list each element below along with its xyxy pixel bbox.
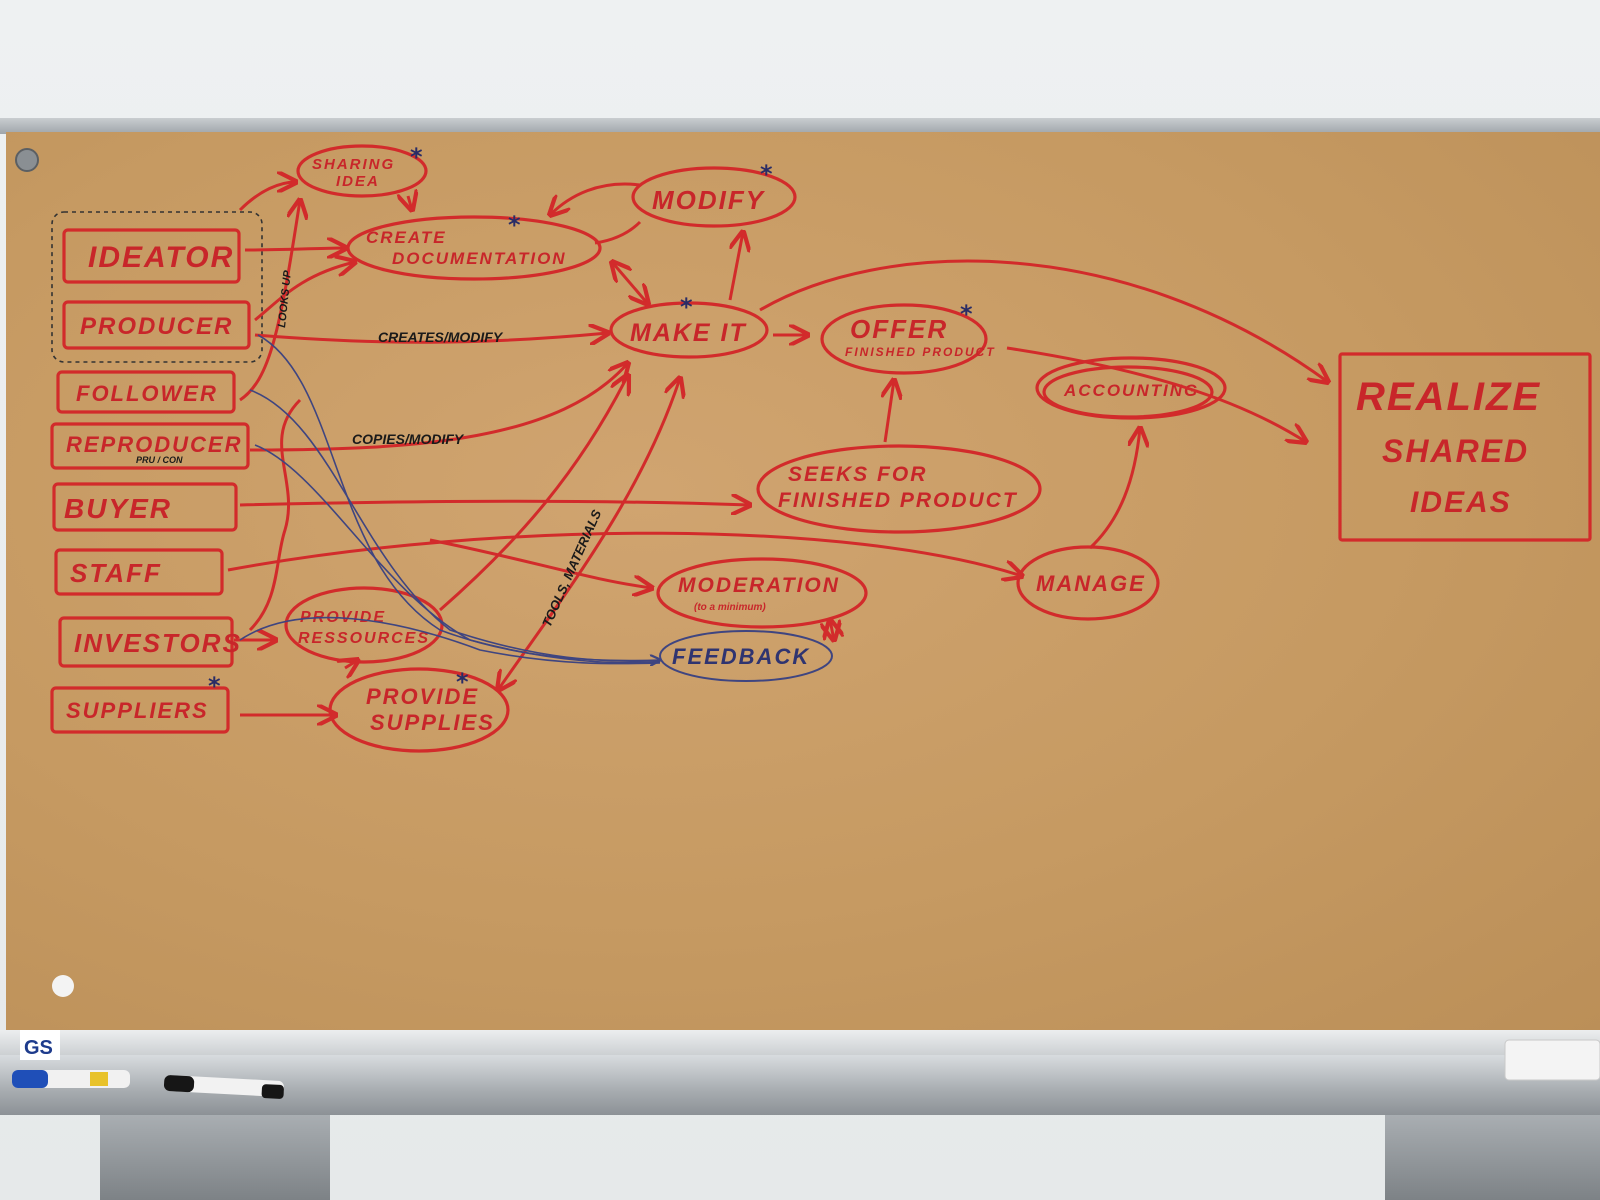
eraser [1504,1039,1600,1081]
svg-text:*: * [508,211,521,239]
svg-text:MODIFY: MODIFY [652,185,766,215]
actor-staff: STAFF [54,548,224,596]
kraft-paper-sheet [6,132,1600,1032]
node-seeks-finished-product: SEEKS FOR FINISHED PRODUCT [756,444,1042,534]
svg-text:DOCUMENTATION: DOCUMENTATION [392,249,567,268]
marker-black [163,1075,285,1099]
ideator-producer-group [51,211,263,363]
svg-text:IDEA: IDEA [336,173,380,190]
node-manage: MANAGE [1016,545,1160,621]
svg-text:PRODUCER: PRODUCER [80,313,233,340]
svg-text:STAFF: STAFF [70,558,162,588]
actor-buyer: BUYER [52,482,238,532]
node-feedback: FEEDBACK [659,630,833,682]
tray-bracket-right [1385,1115,1600,1200]
svg-text:*: * [680,293,693,321]
svg-text:SUPPLIES: SUPPLIES [370,710,495,735]
svg-text:SEEKS FOR: SEEKS FOR [788,463,927,486]
svg-text:FINISHED PRODUCT: FINISHED PRODUCT [845,345,996,359]
node-create-documentation: CREATE DOCUMENTATION * [346,211,602,281]
tray-bracket-left [100,1115,330,1200]
svg-text:MAKE IT: MAKE IT [630,319,748,347]
svg-text:GS: GS [24,1037,53,1059]
svg-text:RESSOURCES: RESSOURCES [298,630,430,647]
whiteboard-frame [0,118,1600,134]
svg-text:MODERATION: MODERATION [678,574,840,597]
svg-text:BUYER: BUYER [64,493,172,524]
svg-text:*: * [410,143,423,171]
pin-magnet [15,148,39,172]
node-accounting: ACCOUNTING [1035,356,1227,420]
svg-text:INVESTORS: INVESTORS [74,628,242,658]
node-provide-supplies: PROVIDE SUPPLIES * [328,667,510,753]
svg-text:REALIZE: REALIZE [1356,375,1541,419]
node-make-it: MAKE IT * [609,293,769,359]
svg-text:*: * [760,160,773,188]
marker-blue [12,1070,130,1088]
node-moderation: MODERATION (to a minimum) [656,557,868,629]
svg-text:FINISHED PRODUCT: FINISHED PRODUCT [778,489,1018,512]
actor-ideator: IDEATOR [62,228,241,284]
svg-text:ACCOUNTING: ACCOUNTING [1063,381,1199,400]
svg-text:MANAGE: MANAGE [1036,571,1146,596]
pin-magnet-white [52,975,74,997]
edge-label-looks-up: LOOKS UP [276,269,294,328]
svg-text:CREATE: CREATE [366,228,447,247]
gs-logo: GS [20,1030,60,1060]
actor-investors: INVESTORS [58,616,242,668]
actor-reproducer: REPRODUCER PRU / CON [50,422,250,470]
svg-text:IDEAS: IDEAS [1410,486,1512,519]
node-sharing-idea: SHARING IDEA * [296,143,428,198]
feedback-edges [239,334,660,664]
actor-producer: PRODUCER [62,300,251,350]
svg-text:SHARED: SHARED [1382,433,1529,469]
svg-text:PROVIDE: PROVIDE [366,684,479,709]
node-provide-ressources: PROVIDE RESSOURCES [284,586,444,664]
svg-text:*: * [208,672,221,700]
svg-text:SUPPLIERS: SUPPLIERS [66,698,209,723]
svg-text:PRU / CON: PRU / CON [136,455,183,465]
svg-text:REPRODUCER: REPRODUCER [66,432,242,457]
svg-text:FEEDBACK: FEEDBACK [672,644,810,669]
svg-text:IDEATOR: IDEATOR [88,241,234,274]
diagram-edges [227,182,1328,715]
svg-text:FOLLOWER: FOLLOWER [76,381,218,406]
svg-text:*: * [960,300,973,328]
goal-realize-shared-ideas: REALIZE SHARED IDEAS [1338,352,1592,542]
svg-text:(to a minimum): (to a minimum) [694,602,766,613]
svg-text:SHARING: SHARING [312,156,395,173]
edge-label-creates-modify: CREATES/MODIFY [378,329,504,345]
node-offer: OFFER FINISHED PRODUCT * [820,300,996,375]
node-modify: MODIFY * [631,160,797,228]
actor-follower: FOLLOWER [56,370,236,414]
svg-text:*: * [456,668,469,696]
actor-suppliers: SUPPLIERS * [50,672,230,734]
svg-text:OFFER: OFFER [850,314,948,344]
edge-label-copies-modify: COPIES/MODIFY [352,431,465,447]
